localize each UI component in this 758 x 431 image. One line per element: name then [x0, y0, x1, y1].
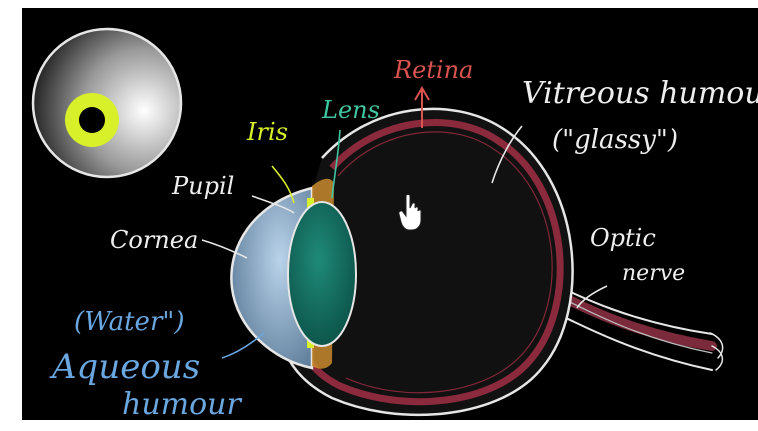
label-cornea: Cornea	[110, 226, 198, 254]
label-vitreous-sub: ("glassy")	[552, 125, 678, 155]
label-nerve: nerve	[622, 261, 685, 286]
label-optic: Optic	[590, 224, 656, 252]
eye-diagram: Retina Lens Iris Pupil Cornea Vitreous h…	[22, 8, 758, 420]
label-vitreous-title: Vitreous humour	[522, 76, 758, 111]
eye-front-view	[33, 29, 181, 177]
label-aqueous: Aqueous	[49, 347, 200, 387]
pupil-front	[79, 107, 105, 133]
label-retina: Retina	[393, 56, 473, 84]
blackboard: Retina Lens Iris Pupil Cornea Vitreous h…	[22, 8, 758, 420]
label-water: (Water")	[74, 307, 184, 337]
label-lens: Lens	[321, 96, 380, 124]
label-iris: Iris	[246, 118, 288, 146]
lens-shape	[288, 202, 356, 346]
label-pupil: Pupil	[171, 172, 234, 200]
label-humour: humour	[122, 387, 242, 420]
